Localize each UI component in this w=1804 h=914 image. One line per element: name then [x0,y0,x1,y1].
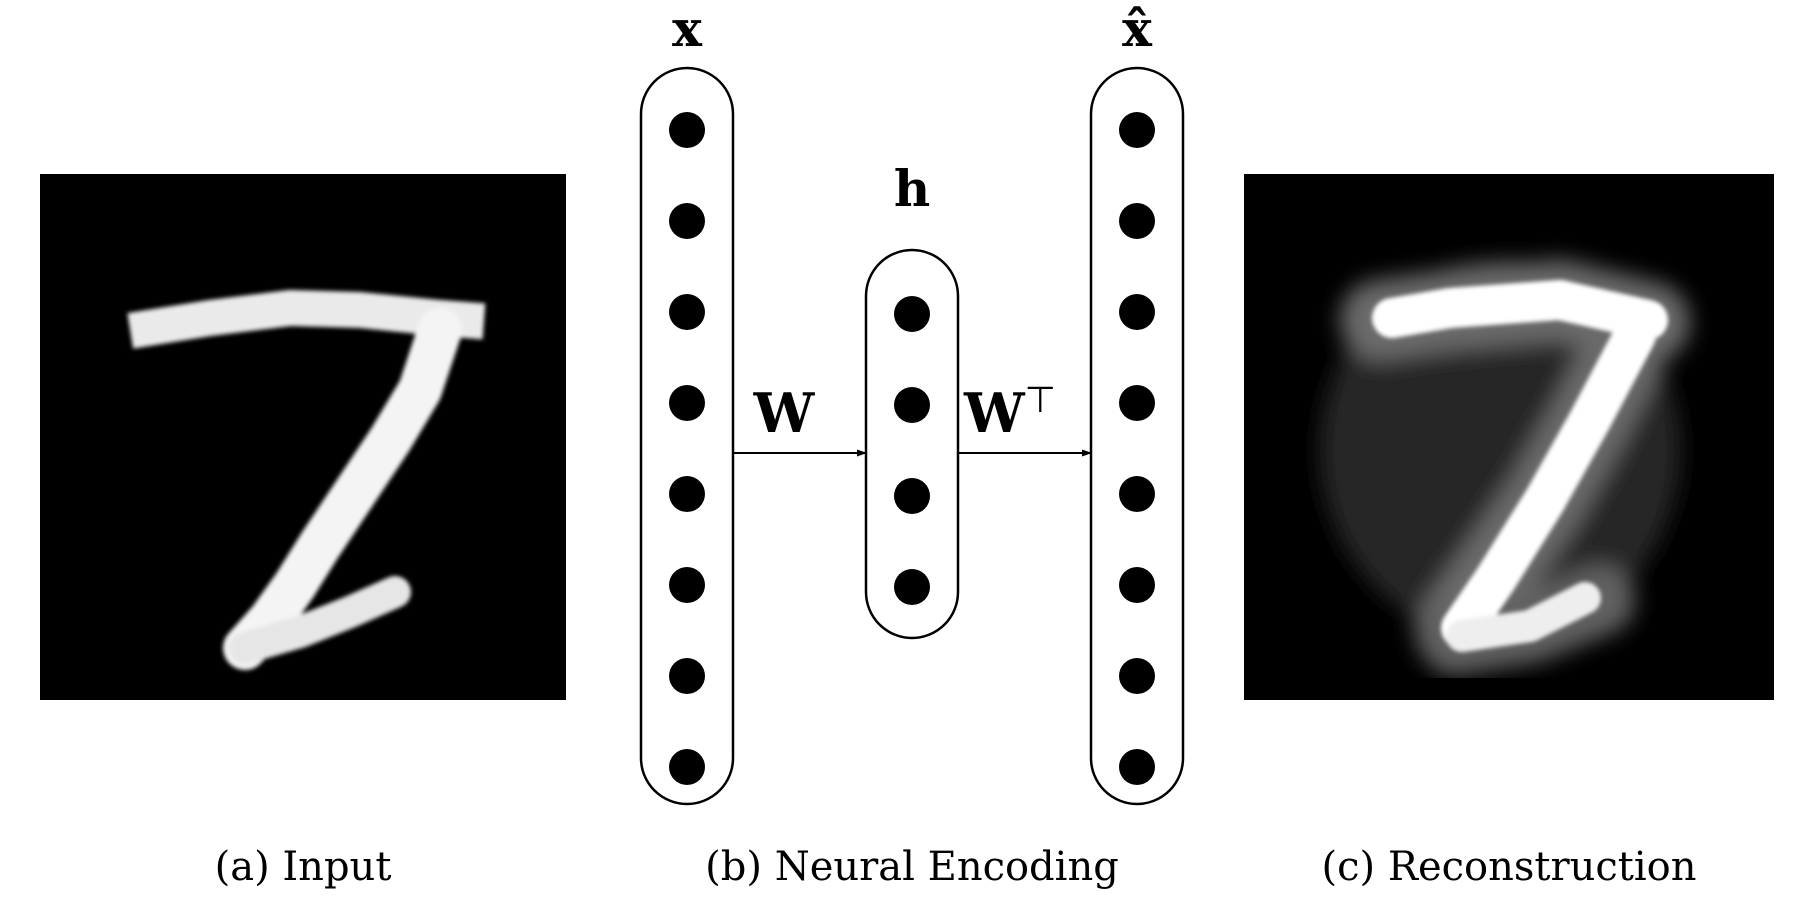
neural-encoding-diagram: x h x̂ W W⊤ [639,0,1185,806]
caption-neural-encoding: (b) Neural Encoding [705,844,1119,890]
decoder-weight-symbol: W [963,381,1026,445]
input-layer-node-5 [669,476,705,512]
input-image-background [40,174,566,700]
output-layer-node-3 [1119,294,1155,330]
input-layer-node-2 [669,203,705,239]
input-layer-node-6 [669,567,705,603]
output-layer-box [1089,66,1185,806]
decoder-weight-transpose: ⊤ [1025,380,1056,421]
input-layer-node-3 [669,294,705,330]
hidden-layer-node-3 [894,478,930,514]
reconstruction-image-panel [1244,174,1774,700]
output-layer-label: x̂ [1122,0,1153,58]
input-layer-label: x [672,0,703,58]
decoder-weight-label: W⊤ [963,380,1056,445]
hidden-layer-node-4 [894,569,930,605]
input-layer-node-1 [669,112,705,148]
hidden-layer-label: h [894,159,930,218]
hidden-layer-box [864,248,960,640]
encoder-weight-label: W [753,381,816,445]
input-layer-node-8 [669,749,705,785]
caption-reconstruction: (c) Reconstruction [1322,844,1697,890]
output-layer-node-2 [1119,203,1155,239]
input-layer-nodes [669,112,705,785]
output-layer-node-8 [1119,749,1155,785]
output-layer-node-6 [1119,567,1155,603]
output-layer-nodes [1119,112,1155,785]
input-layer-node-7 [669,658,705,694]
input-layer-node-4 [669,385,705,421]
reconstruction-digit-image [1320,259,1690,675]
output-layer-node-5 [1119,476,1155,512]
hidden-layer-nodes [894,296,930,605]
output-layer-node-4 [1119,385,1155,421]
output-layer-node-7 [1119,658,1155,694]
input-layer-box [639,66,735,806]
output-layer-node-1 [1119,112,1155,148]
caption-input: (a) Input [215,844,392,890]
input-digit-image [127,290,486,670]
hidden-layer-node-2 [894,387,930,423]
input-image-panel [40,174,566,700]
hidden-layer-node-1 [894,296,930,332]
